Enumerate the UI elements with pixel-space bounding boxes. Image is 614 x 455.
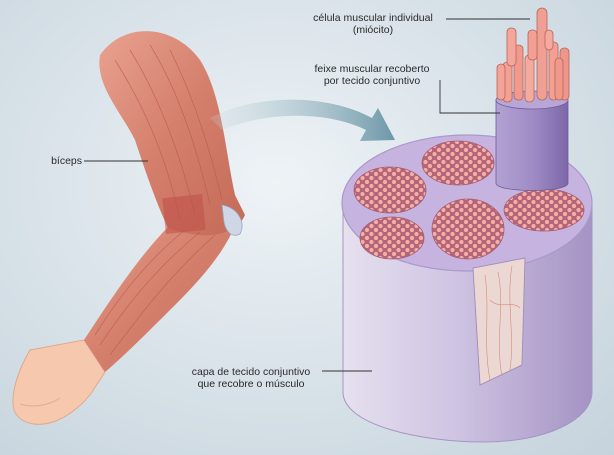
sheath-label-line1: capa de tecido conjuntivo <box>191 366 311 378</box>
bundle-label-line1: feixe muscular recoberto <box>314 63 430 75</box>
myocyte-fibers <box>496 7 570 103</box>
cutaway-window <box>472 257 526 386</box>
bundle-label-line2: por tecido conjuntivo <box>323 75 421 87</box>
hand <box>12 339 106 425</box>
fascicle-sections <box>353 140 585 260</box>
upper-arm <box>99 31 245 236</box>
myocyte-label: célula muscular individual (miócito) <box>302 12 444 36</box>
zoom-arrow <box>210 99 395 141</box>
biceps-label: bíceps <box>36 155 82 167</box>
myocyte-label-line2: (miócito) <box>352 24 394 36</box>
leader-lines <box>84 18 530 372</box>
fascicle-bundle <box>495 90 569 191</box>
bundle-label: feixe muscular recoberto por tecido conj… <box>304 63 440 87</box>
biceps-label-text: bíceps <box>51 155 82 167</box>
sheath-label-line2: que recobre o músculo <box>197 378 305 390</box>
arm-illustration <box>12 31 245 425</box>
myocyte-label-line1: célula muscular individual <box>313 12 433 24</box>
sheath-label: capa de tecido conjuntivo que recobre o … <box>180 366 322 390</box>
